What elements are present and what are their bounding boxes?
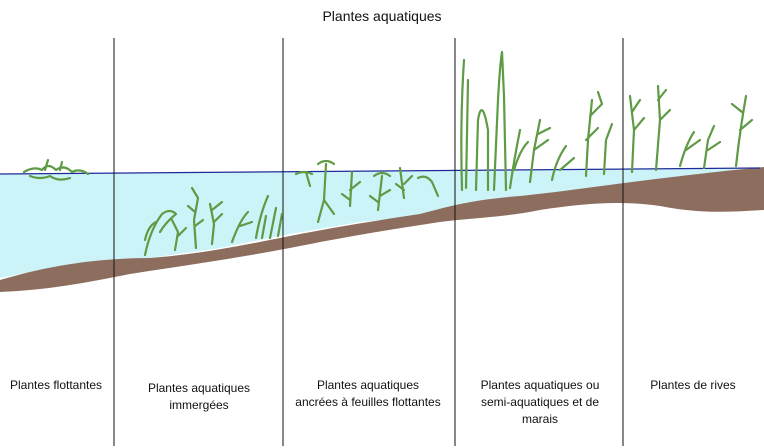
zone-label-line: Plantes aquatiques ou — [480, 378, 600, 392]
submerged-plants — [143, 186, 284, 257]
zone-label-line: Plantes flottantes — [9, 378, 103, 392]
zone-label-line: Plantes aquatiques — [147, 381, 251, 395]
zone-label-line: immergées — [169, 398, 229, 412]
bank-plants — [628, 84, 754, 174]
marsh-plants — [460, 50, 614, 192]
zone-label-banks: Plantes de rives — [628, 377, 758, 394]
zone-label-line: marais — [521, 412, 558, 426]
water-surface-line — [0, 167, 761, 175]
diagram-title: Plantes aquatiques — [322, 8, 442, 24]
zone-label-line: ancrées à feuilles flottantes — [295, 395, 441, 409]
zone-label-line: Plantes aquatiques — [316, 378, 420, 392]
zone-label-floating: Plantes flottantes — [4, 377, 108, 394]
zone-label-anchored: Plantes aquatiques ancrées à feuilles fl… — [286, 377, 450, 411]
zone-label-submerged: Plantes aquatiques immergées — [124, 380, 274, 414]
zone-label-line: Plantes de rives — [650, 378, 736, 392]
zone-label-marsh: Plantes aquatiques ou semi-aquatiques et… — [460, 377, 620, 428]
floating-plants — [22, 158, 90, 181]
zone-label-line: semi-aquatiques et de — [480, 395, 600, 409]
ground-bank — [0, 167, 764, 292]
floating-leaf-plants — [294, 159, 440, 224]
